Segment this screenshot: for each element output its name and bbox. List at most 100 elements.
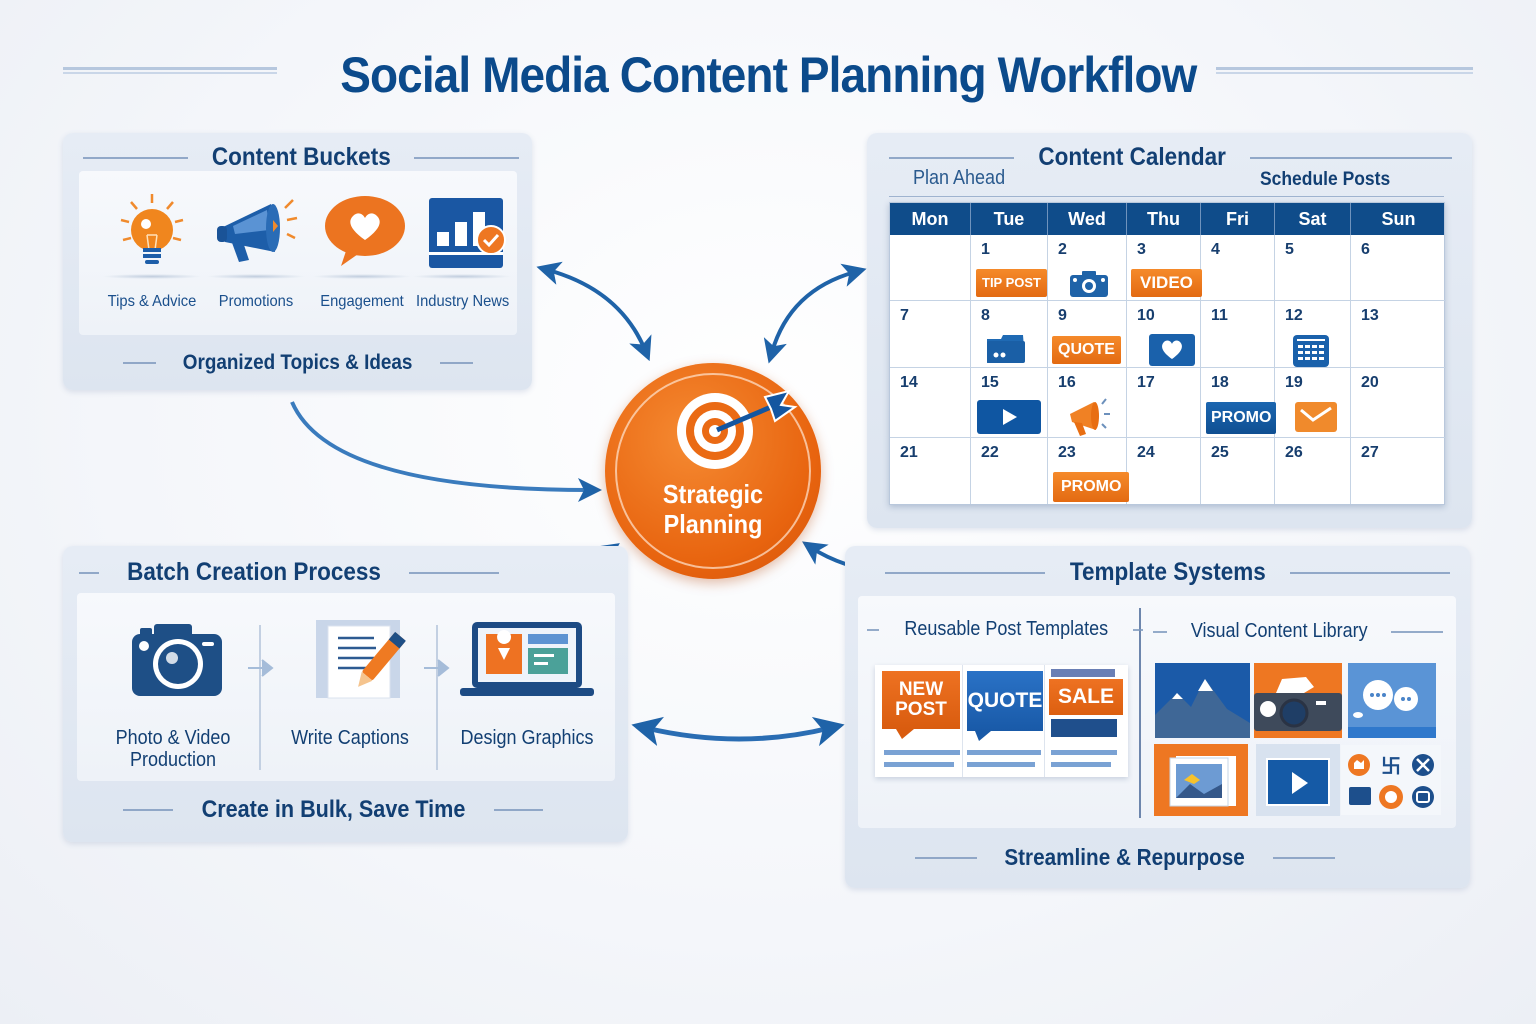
speech-tail xyxy=(975,731,991,741)
batch-creation-footer-text: Create in Bulk, Save Time xyxy=(201,796,465,823)
calendar-day-cell[interactable]: 20 xyxy=(1351,368,1446,438)
calendar-day-cell[interactable] xyxy=(890,235,971,301)
calendar-day-cell[interactable]: 15 xyxy=(971,368,1048,438)
social-icons-grid[interactable]: 卐 xyxy=(1341,745,1441,815)
calendar-day-cell[interactable]: 12 xyxy=(1275,301,1351,368)
calendar-day-cell[interactable]: 18 PROMO xyxy=(1201,368,1277,438)
day-number: 11 xyxy=(1211,307,1228,324)
template-systems-header: Template Systems xyxy=(885,558,1451,587)
bucket-promotions[interactable]: Promotions xyxy=(206,190,306,311)
calendar-weekday-header: Mon Tue Wed Thu Fri Sat Sun xyxy=(890,203,1444,235)
calendar-day-cell[interactable]: 22 xyxy=(971,438,1048,504)
calendar-day-cell[interactable]: 8 xyxy=(971,301,1048,368)
promo-tag-blue[interactable]: PROMO xyxy=(1206,402,1277,434)
day-number: 7 xyxy=(900,307,909,324)
camera-icon[interactable] xyxy=(1254,663,1342,738)
hub-label-line2: Planning xyxy=(663,509,763,539)
camera-icon[interactable] xyxy=(1070,271,1108,297)
arrow-batch-templates xyxy=(631,716,845,747)
calendar-day-cell[interactable]: 1 TIP POST xyxy=(971,235,1048,301)
plan-ahead-caption: Plan Ahead xyxy=(913,167,1006,189)
calendar-day-cell[interactable]: 17 xyxy=(1127,368,1201,438)
template-systems-footer-text: Streamline & Repurpose xyxy=(1004,844,1246,870)
day-number: 10 xyxy=(1137,307,1155,324)
reusable-templates-title: Reusable Post Templates xyxy=(904,618,1109,640)
reusable-templates-header: Reusable Post Templates xyxy=(867,618,1144,641)
calendar-day-cell[interactable]: 5 xyxy=(1275,235,1351,301)
calendar-day-cell[interactable]: 9 QUOTE xyxy=(1048,301,1127,368)
footer-rule xyxy=(123,362,157,364)
photo-gallery-icon[interactable] xyxy=(1154,744,1248,816)
header-rule xyxy=(409,571,499,574)
calendar-day-cell[interactable]: 16 xyxy=(1048,368,1127,438)
calendar-day-cell[interactable]: 27 xyxy=(1351,438,1446,504)
icon-shadow xyxy=(206,274,306,279)
icon-shadow xyxy=(312,274,412,279)
video-tag[interactable]: VIDEO xyxy=(1131,269,1202,297)
day-number: 3 xyxy=(1137,241,1146,258)
calendar-day-cell[interactable]: 19 xyxy=(1275,368,1351,438)
footer-rule xyxy=(439,362,474,364)
bucket-engagement[interactable]: Engagement xyxy=(312,190,412,311)
mountain-image-icon[interactable] xyxy=(1155,663,1250,738)
day-number: 15 xyxy=(981,374,999,391)
calendar-day-cell[interactable]: 3 VIDEO xyxy=(1127,235,1202,301)
play-video-icon[interactable] xyxy=(1256,744,1340,816)
calendar-icon[interactable] xyxy=(1293,333,1329,367)
step-label: Design Graphics xyxy=(451,727,604,749)
template-divider xyxy=(1044,665,1045,777)
step-photo-video[interactable]: Photo & Video Production xyxy=(88,620,258,771)
header-rule xyxy=(1250,156,1452,159)
calendar-day-cell[interactable]: 4 xyxy=(1201,235,1275,301)
day-number: 26 xyxy=(1285,444,1303,461)
promo-tag-orange[interactable]: PROMO xyxy=(1053,472,1130,502)
calendar-day-cell[interactable]: 11 xyxy=(1201,301,1275,368)
step-label-line2: Production xyxy=(129,749,217,771)
weekday-wed: Wed xyxy=(1048,203,1127,235)
megaphone-icon[interactable] xyxy=(1064,396,1116,438)
calendar-day-cell[interactable]: 23 PROMO xyxy=(1048,438,1130,504)
calendar-day-cell[interactable]: 10 xyxy=(1127,301,1201,368)
bucket-tips-advice[interactable]: Tips & Advice xyxy=(102,190,202,311)
step-divider xyxy=(436,625,438,770)
step-design-graphics[interactable]: Design Graphics xyxy=(442,620,612,749)
play-video-icon[interactable] xyxy=(977,400,1041,434)
footer-rule xyxy=(1272,856,1336,859)
heart-icon[interactable] xyxy=(1149,334,1195,366)
quote-tag[interactable]: QUOTE xyxy=(1052,336,1121,364)
folder-icon[interactable] xyxy=(985,333,1027,365)
calendar-day-cell[interactable]: 6 xyxy=(1351,235,1446,301)
step-label-line1: Design Graphics xyxy=(460,727,594,749)
content-buckets-footer-text: Organized Topics & Ideas xyxy=(183,351,413,374)
calendar-day-cell[interactable]: 2 xyxy=(1048,235,1127,301)
day-number: 13 xyxy=(1361,307,1379,324)
strategic-planning-hub[interactable]: Strategic Planning xyxy=(605,363,821,579)
calendar-day-cell[interactable]: 25 xyxy=(1201,438,1275,504)
header-rule xyxy=(1391,630,1443,633)
target-with-arrow-icon xyxy=(677,389,798,469)
batch-creation-header: Batch Creation Process xyxy=(79,558,499,587)
visual-library-header: Visual Content Library xyxy=(1153,620,1443,643)
calendar-day-cell[interactable]: 14 xyxy=(890,368,971,438)
chat-bubbles-icon[interactable] xyxy=(1348,663,1436,738)
calendar-day-cell[interactable]: 7 xyxy=(890,301,971,368)
tip-post-tag[interactable]: TIP POST xyxy=(976,269,1047,297)
bucket-industry-news[interactable]: Industry News xyxy=(412,190,512,311)
calendar-day-cell[interactable]: 26 xyxy=(1275,438,1351,504)
envelope-icon[interactable] xyxy=(1295,402,1337,432)
arrow-buckets-to-hub xyxy=(290,401,602,502)
step-write-captions[interactable]: Write Captions xyxy=(265,620,435,749)
page-title: Social Media Content Planning Workflow xyxy=(339,47,1197,103)
day-number: 20 xyxy=(1361,374,1379,391)
day-number: 24 xyxy=(1137,444,1155,461)
day-number: 19 xyxy=(1285,374,1303,391)
weekday-sat: Sat xyxy=(1275,203,1351,235)
bucket-label: Industry News xyxy=(416,293,510,310)
calendar-day-cell[interactable]: 13 xyxy=(1351,301,1446,368)
day-number: 5 xyxy=(1285,241,1294,258)
calendar-day-cell[interactable]: 24 xyxy=(1127,438,1201,504)
templates-library-divider xyxy=(1139,608,1141,818)
icon-shadow xyxy=(412,274,512,279)
step-label: Write Captions xyxy=(274,727,427,749)
calendar-day-cell[interactable]: 21 xyxy=(890,438,971,504)
